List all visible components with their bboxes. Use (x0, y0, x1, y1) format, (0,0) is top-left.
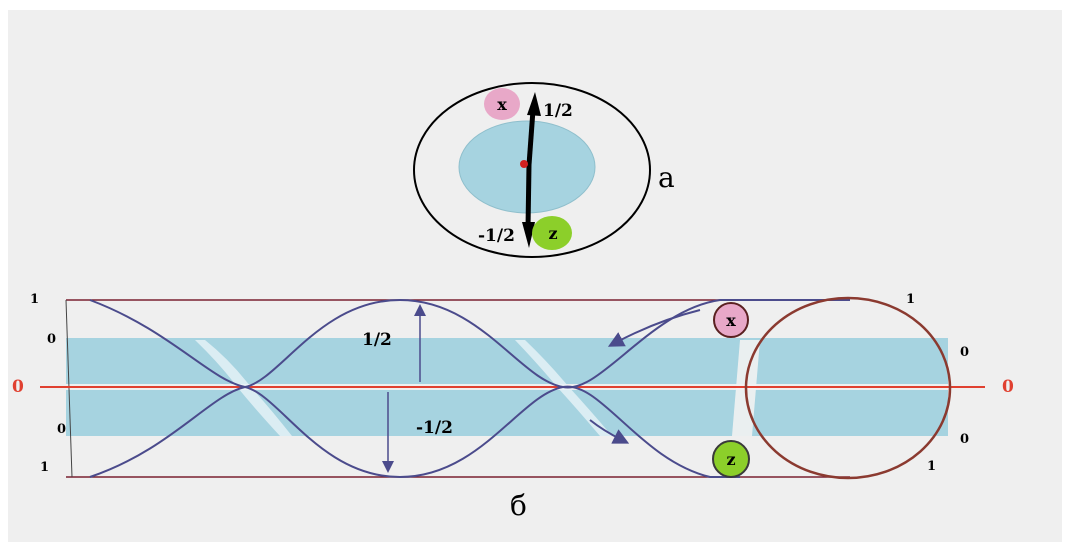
left-top-one: 1 (30, 292, 39, 307)
right-axis-zero: 0 (1002, 377, 1014, 397)
upper-amplitude-label: 1/2 (362, 330, 392, 350)
helix-arrow-top (607, 309, 701, 347)
caption-b: б (510, 489, 527, 522)
diagram-a: x z 1/2 -1/2 а (413, 82, 675, 258)
outer-orbit (413, 82, 651, 258)
left-bottom-one: 1 (40, 460, 49, 475)
left-bottom-zero: 0 (57, 422, 66, 437)
center-dot (520, 160, 528, 168)
lower-amplitude-label: -1/2 (416, 418, 453, 438)
helix-curve-2 (89, 298, 850, 478)
helix-curve-1 (89, 299, 740, 479)
spin-up-arrowhead (527, 92, 541, 116)
particle-z-circle (532, 216, 572, 250)
particle-x-circle (713, 302, 749, 338)
right-top-one: 1 (906, 292, 915, 307)
spin-down-arrowhead (522, 222, 535, 248)
band-upper (66, 338, 948, 384)
band-lower (66, 390, 948, 436)
left-top-zero: 0 (47, 332, 56, 347)
right-bottom-one: 1 (927, 459, 936, 474)
right-bottom-zero: 0 (960, 432, 969, 447)
left-axis-zero: 0 (12, 377, 24, 397)
spin-down-arrow-shaft (525, 164, 532, 229)
left-edge-line (65, 299, 73, 478)
particle-z-label: z (548, 224, 557, 243)
caption-a: а (658, 161, 675, 194)
right-top-zero: 0 (960, 345, 969, 360)
spin-up-arrow-shaft (526, 109, 536, 166)
spin-down-label: -1/2 (478, 226, 515, 246)
particle-x-label: x (497, 95, 507, 114)
particle-x-circle (484, 88, 520, 120)
particle-x-label: x (726, 311, 736, 330)
particle-z-label: z (726, 450, 735, 469)
helix-arrow-bottom (589, 419, 630, 444)
cross-section-ring (744, 296, 952, 480)
particle-z-circle (712, 440, 750, 478)
diagram-b: 1/2 -1/2 x z 1 0 0 0 1 1 0 0 0 1 б (12, 292, 1014, 522)
spin-up-label: 1/2 (543, 101, 573, 121)
